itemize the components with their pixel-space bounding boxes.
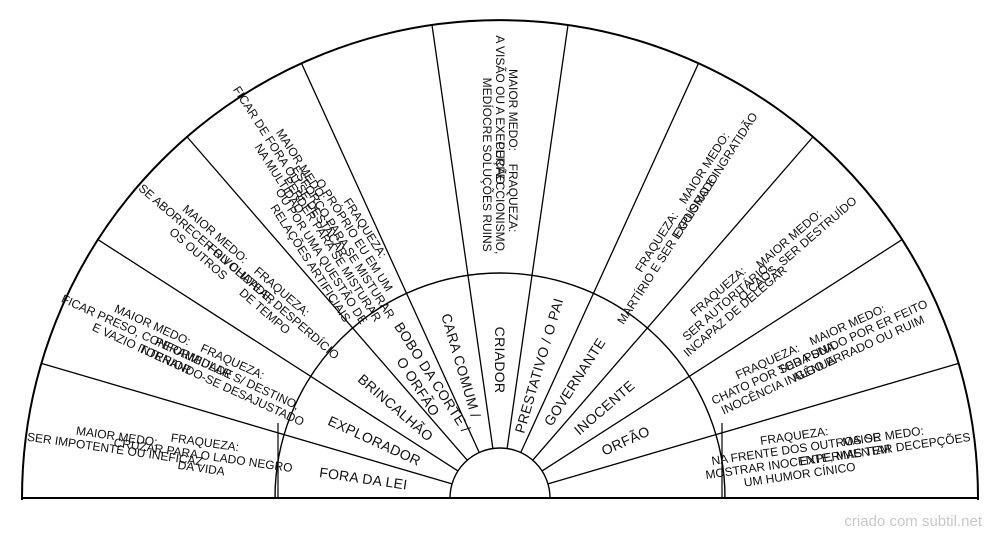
- weakness-text: FRAQUEZA:NA FRENTE DOS OUTROS SEMOSTRAR …: [705, 424, 892, 489]
- sector-divider: [506, 24, 569, 449]
- sector-divider: [97, 239, 459, 472]
- fear-text-line: A VISÃO OU A EXECUÇÃO: [493, 35, 507, 184]
- center-hub: [449, 447, 551, 499]
- weakness-text-line: FRAQUEZA:: [506, 164, 520, 233]
- archetype-label-line: ORFÃO: [599, 423, 652, 459]
- weakness-text: FRAQUEZA:PERFECCIONISMO,SOLUÇÕES RUINS: [480, 142, 520, 255]
- archetype-label: ORFÃO: [599, 423, 652, 459]
- weakness-text-line: PERFECCIONISMO,: [493, 142, 507, 255]
- fear-text-line: MAIOR MEDO:: [506, 69, 520, 151]
- sector-divider: [547, 362, 959, 485]
- outer-arc: [21, 19, 979, 499]
- sector-divider: [532, 136, 814, 461]
- weakness-text-line: PERAMBULAR S/ DESTINO,: [153, 334, 302, 412]
- middle-arc: [274, 272, 726, 499]
- archetype-label-line: CRIADOR: [492, 327, 508, 394]
- sector-divider: [541, 239, 903, 472]
- archetype-label: CRIADOR: [492, 327, 508, 394]
- sector-divider: [186, 136, 468, 461]
- archetype-label: FORA DA LEI: [318, 464, 408, 492]
- fear-text-line: MEDÍOCRE: [480, 78, 495, 143]
- weakness-text-line: DA VIDA: [177, 458, 226, 479]
- sector-divider: [520, 62, 700, 453]
- weakness-text-line: SOLUÇÕES RUINS: [480, 144, 495, 251]
- watermark: criado com subtil.net: [844, 513, 982, 530]
- sector-divider: [41, 362, 453, 485]
- archetype-label-line: FORA DA LEI: [318, 464, 408, 492]
- sector-divider: [431, 24, 494, 449]
- wheel-lines: [21, 19, 979, 500]
- sector-divider: [300, 62, 480, 453]
